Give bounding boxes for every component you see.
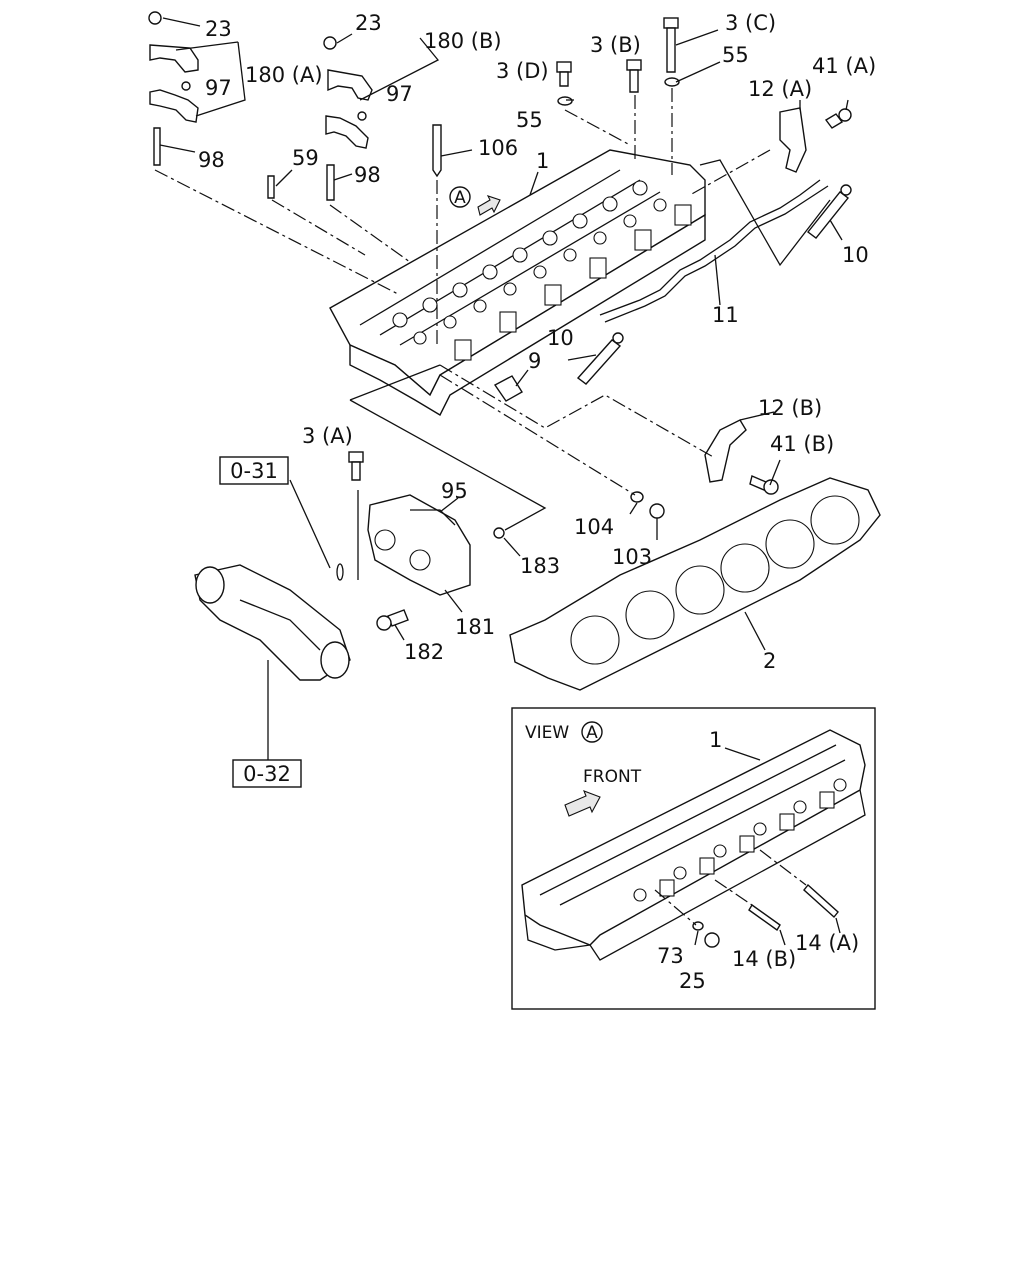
callout-182: 182: [404, 640, 444, 664]
callout-106: 106: [478, 136, 518, 160]
callout-55-right: 55: [722, 43, 749, 67]
callout-1: 1: [536, 149, 549, 173]
view-a-stud-14b: [748, 903, 781, 932]
bolt-3d: [556, 61, 573, 106]
bracket-180b: [323, 36, 373, 201]
callout-12b: 12 (B): [758, 396, 822, 420]
cylinder-head: [329, 149, 706, 416]
callout-59: 59: [292, 146, 319, 170]
bolt-41b: [749, 475, 779, 495]
callout-41b: 41 (B): [770, 432, 834, 456]
ref-0-32-label: 0-32: [243, 762, 291, 786]
callout-3b: 3 (B): [590, 33, 641, 57]
bolt-3c: [663, 17, 680, 87]
view-a-title: VIEW: [525, 723, 569, 743]
bolt-3a: [348, 451, 364, 481]
water-pipe: [194, 564, 351, 681]
view-a-front-arrow: [564, 790, 601, 817]
callout-95: 95: [441, 479, 468, 503]
callout-23-left: 23: [205, 17, 232, 41]
callout-11: 11: [712, 303, 739, 327]
bolt-106: [432, 124, 442, 178]
callout-9: 9: [528, 349, 541, 373]
view-a-cylinder-head: [521, 729, 866, 961]
view-a-marker-letter: A: [454, 188, 466, 208]
bracket-12a: [779, 107, 807, 173]
ref-box-0-31: 0-31: [219, 456, 289, 485]
head-gasket-2: [509, 477, 881, 691]
glow-plug-10-right: [807, 184, 852, 239]
callout-103: 103: [612, 545, 652, 569]
ref-0-31-label: 0-31: [230, 459, 278, 483]
bolt-182: [376, 609, 409, 631]
callout-2: 2: [763, 649, 776, 673]
view-a-callout-1: 1: [709, 728, 722, 752]
pin-59: [267, 175, 275, 199]
head-ports: [392, 180, 692, 361]
thermostat-housing-95: [367, 494, 471, 596]
callout-98-left: 98: [198, 148, 225, 172]
view-a-title-marker-letter: A: [586, 723, 598, 743]
bracket-180a: [148, 11, 199, 166]
ref-box-0-32: 0-32: [232, 759, 302, 788]
view-a-callout-25: 25: [679, 969, 706, 993]
callout-181: 181: [455, 615, 495, 639]
callout-55-left: 55: [516, 108, 543, 132]
view-a-inset: VIEW A FRONT 1: [511, 707, 876, 1010]
front-arrow: [477, 195, 501, 216]
callout-98-right: 98: [354, 163, 381, 187]
view-a-stud-14a: [803, 883, 839, 919]
glow-plug-10-lower: [576, 332, 624, 385]
view-a-callout-14b: 14 (B): [732, 947, 796, 971]
view-a-front-label: FRONT: [583, 767, 642, 787]
view-a-plug-25: [704, 932, 720, 948]
bolt-3b: [626, 59, 642, 93]
view-a-marker: [449, 186, 471, 208]
callout-3d: 3 (D): [496, 59, 549, 83]
callout-180a: 180 (A): [245, 63, 323, 87]
callout-97-left: 97: [205, 76, 232, 100]
plug-103: [649, 503, 665, 519]
callout-97-right: 97: [386, 82, 413, 106]
callout-3c: 3 (C): [725, 11, 776, 35]
bolt-41a: [824, 108, 852, 129]
view-a-title-marker: [581, 721, 603, 743]
callout-183: 183: [520, 554, 560, 578]
harness-11: [599, 179, 821, 316]
callout-12a: 12 (A): [748, 77, 812, 101]
callout-104: 104: [574, 515, 614, 539]
callout-10-lower: 10: [547, 326, 574, 350]
callout-41a: 41 (A): [812, 54, 876, 78]
bracket-12b: [704, 419, 747, 483]
view-a-callout-73: 73: [657, 944, 684, 968]
callout-180b: 180 (B): [424, 29, 502, 53]
callout-3a: 3 (A): [302, 424, 353, 448]
callout-23-right: 23: [355, 11, 382, 35]
sensor-9: [493, 375, 523, 402]
callout-10-right: 10: [842, 243, 869, 267]
view-a-callout-14a: 14 (A): [795, 931, 859, 955]
oring-183: [493, 527, 505, 539]
